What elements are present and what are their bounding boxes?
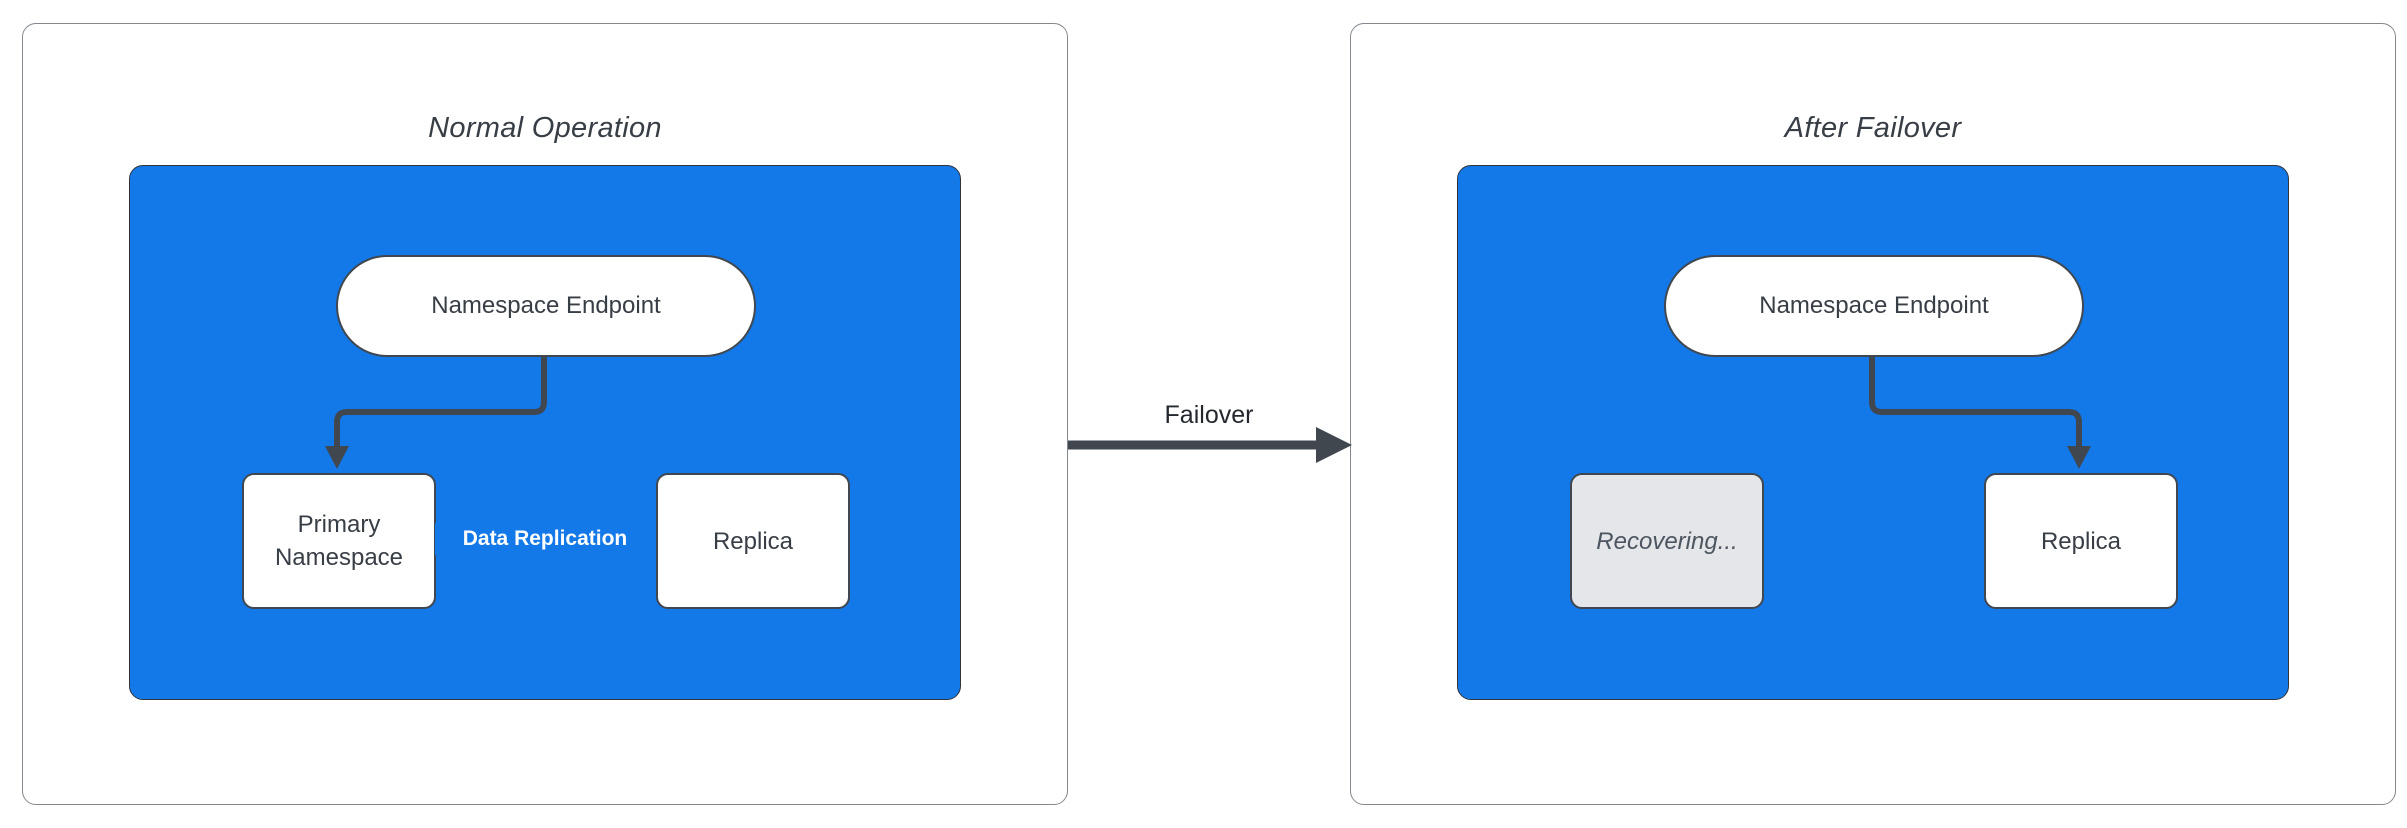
namespace-endpoint-pill: Namespace Endpoint <box>336 255 756 357</box>
primary-namespace-node: Primary Namespace <box>242 473 436 609</box>
namespace-endpoint-label: Namespace Endpoint <box>431 292 661 319</box>
namespace-endpoint-label: Namespace Endpoint <box>1759 292 1989 319</box>
failover-label: Failover <box>1164 401 1254 429</box>
panel-after-failover: After Failover Namespace Endpoint Recove… <box>1350 23 2396 805</box>
panel-normal-operation: Normal Operation Namespace Endpoint Prim… <box>22 23 1068 805</box>
namespace-endpoint-pill: Namespace Endpoint <box>1664 255 2084 357</box>
primary-namespace-label: Primary Namespace <box>274 511 404 571</box>
panel-title: Normal Operation <box>428 112 662 144</box>
replica-node: Replica <box>1984 473 2178 609</box>
recovering-node: Recovering... <box>1570 473 1764 609</box>
recovering-label: Recovering... <box>1596 527 1738 555</box>
arrow-right-icon <box>1316 427 1352 463</box>
replica-label: Replica <box>712 527 794 555</box>
namespace-container: Namespace Endpoint Primary Namespace Rep… <box>129 165 961 700</box>
replica-node: Replica <box>656 473 850 609</box>
data-replication-label: Data Replication <box>435 523 655 555</box>
panel-title: After Failover <box>1784 112 1962 144</box>
namespace-container: Namespace Endpoint Recovering... Replica <box>1457 165 2289 700</box>
replica-label: Replica <box>2040 527 2122 555</box>
